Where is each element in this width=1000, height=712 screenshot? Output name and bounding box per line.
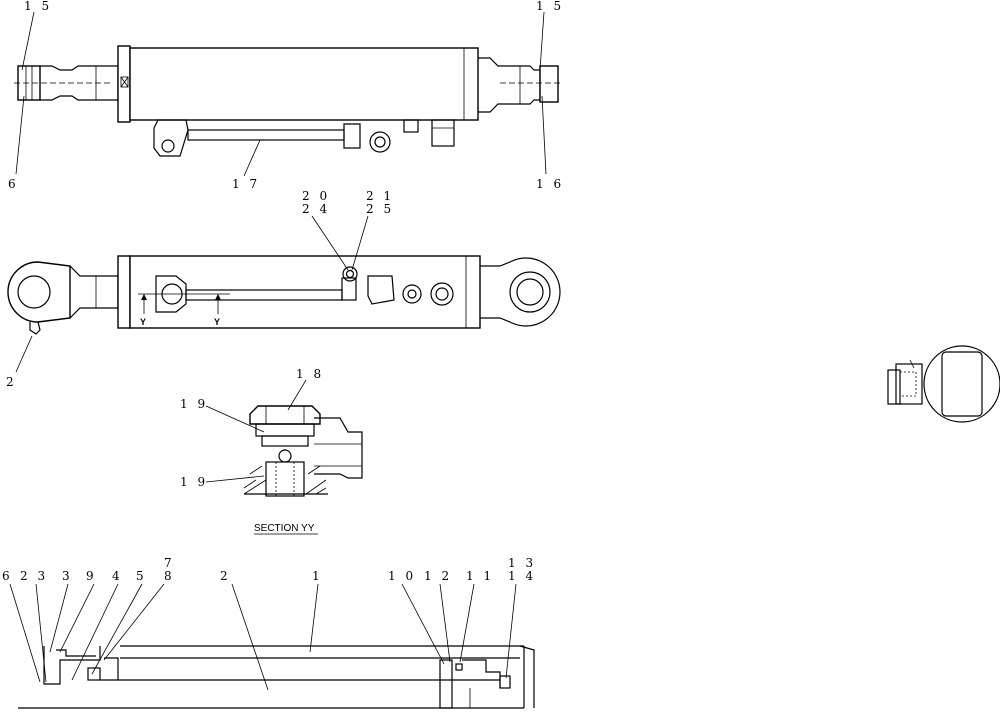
callout-5: 5 bbox=[136, 569, 147, 583]
mid-leaders bbox=[15, 215, 369, 373]
callout-7: 7 bbox=[164, 556, 175, 570]
callout-15-left: 1 5 bbox=[24, 0, 52, 13]
callout-19-lower: 1 9 bbox=[180, 475, 208, 489]
callout-14: 1 4 bbox=[508, 569, 536, 583]
section-yy-view bbox=[243, 405, 363, 497]
section-leaders bbox=[205, 379, 307, 483]
callout-6-top: 6 bbox=[8, 177, 19, 191]
callout-13: 1 3 bbox=[508, 556, 536, 570]
callout-20: 2 0 bbox=[302, 189, 330, 203]
cylinder-top-view bbox=[7, 255, 561, 335]
section-marker-y-left: Y bbox=[140, 317, 146, 327]
cylinder-cross-section bbox=[18, 645, 535, 709]
callout-6-bottom: 6 bbox=[2, 569, 13, 583]
bottom-leaders bbox=[9, 583, 517, 691]
callout-4: 4 bbox=[112, 569, 123, 583]
callout-1: 1 bbox=[312, 569, 323, 583]
callout-19-upper: 1 9 bbox=[180, 397, 208, 411]
callout-3: 3 bbox=[62, 569, 73, 583]
callout-23: 2 3 bbox=[20, 569, 48, 583]
callout-18: 1 8 bbox=[296, 367, 324, 381]
top-callouts: 1 5 1 5 6 1 7 1 6 bbox=[8, 0, 564, 191]
callout-2-mid: 2 bbox=[6, 375, 17, 389]
callout-15-right: 1 5 bbox=[536, 0, 564, 13]
section-title: SECTION YY bbox=[254, 523, 315, 534]
section-callouts: 1 8 1 9 1 9 SECTION YY bbox=[180, 367, 324, 535]
section-marker-y-right: Y bbox=[214, 317, 220, 327]
callout-21: 2 1 bbox=[366, 189, 394, 203]
callout-12: 1 2 bbox=[424, 569, 452, 583]
callout-17: 1 7 bbox=[232, 177, 260, 191]
callout-10: 1 0 bbox=[388, 569, 416, 583]
thumbnail-detail bbox=[887, 345, 1000, 423]
bottom-callouts: 6 2 3 3 9 4 5 7 8 2 1 1 0 1 2 1 1 1 3 1 … bbox=[2, 556, 536, 583]
top-leaders bbox=[15, 11, 547, 177]
callout-24: 2 4 bbox=[302, 202, 330, 216]
callout-2-bottom: 2 bbox=[220, 569, 231, 583]
callout-8: 8 bbox=[164, 569, 175, 583]
callout-16: 1 6 bbox=[536, 177, 564, 191]
mid-callouts: 2 0 2 4 2 1 2 5 2 Y Y bbox=[6, 189, 394, 389]
callout-9: 9 bbox=[86, 569, 97, 583]
callout-11: 1 1 bbox=[466, 569, 494, 583]
cylinder-side-view bbox=[14, 45, 562, 157]
callout-25: 2 5 bbox=[366, 202, 394, 216]
